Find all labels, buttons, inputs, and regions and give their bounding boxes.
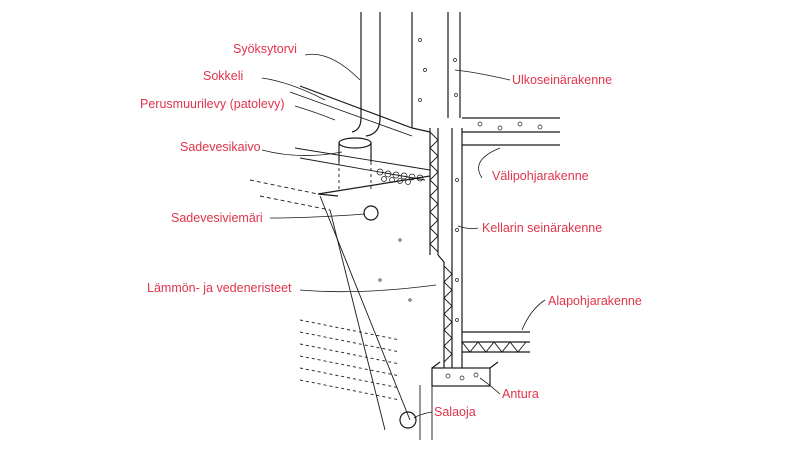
label-syoksytorvi: Syöksytorvi (233, 42, 297, 56)
label-ulkoseinarakenne: Ulkoseinärakenne (512, 73, 612, 87)
label-alapohjarakenne: Alapohjarakenne (548, 294, 642, 308)
label-kellarin-seinarakenne: Kellarin seinärakenne (482, 221, 602, 235)
label-salaoja: Salaoja (434, 405, 476, 419)
label-sadevesiviemari: Sadevesiviemäri (171, 211, 263, 225)
label-sokkeli: Sokkeli (203, 69, 243, 83)
label-valipohjarakenne: Välipohjarakenne (492, 169, 589, 183)
label-antura: Antura (502, 387, 539, 401)
label-sadevesikaivo: Sadevesikaivo (180, 140, 261, 154)
leader-lines (261, 53, 546, 419)
label-lammon-ja-vedeneristeet: Lämmön- ja vedeneristeet (147, 281, 292, 295)
drawing-structure (249, 12, 560, 440)
labels: Syöksytorvi Sokkeli Perusmuurilevy (pato… (140, 42, 642, 419)
label-perusmuurilevy: Perusmuurilevy (patolevy) (140, 97, 285, 111)
